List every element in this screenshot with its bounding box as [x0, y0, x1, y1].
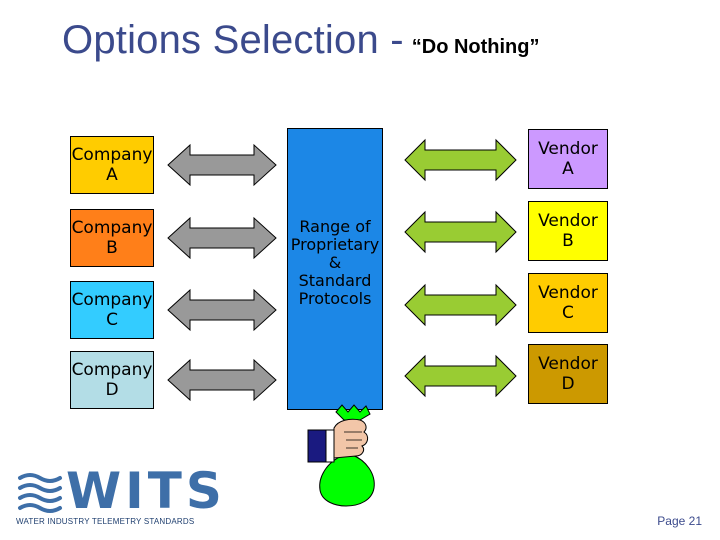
title-main: Options Selection -: [62, 18, 404, 62]
vendor-a-box: Vendor A: [528, 129, 608, 189]
page-number: Page 21: [657, 514, 702, 528]
arrow-company-c: [167, 289, 277, 331]
protocols-label: Range of Proprietary & Standard Protocol…: [290, 217, 380, 308]
hand-holding-money-bag-icon: [307, 404, 375, 507]
arrow-company-d: [167, 359, 277, 401]
wits-logo-text: WITS: [66, 462, 226, 520]
arrow-company-a: [167, 144, 277, 186]
arrow-company-b: [167, 217, 277, 259]
page-title: Options Selection - “Do Nothing”: [62, 18, 540, 63]
arrow-vendor-b: [404, 211, 517, 253]
company-a-box: Company A: [70, 136, 154, 194]
arrow-vendor-a: [404, 139, 517, 181]
vendor-b-box: Vendor B: [528, 201, 608, 261]
arrow-vendor-c: [404, 284, 517, 326]
company-d-box: Company D: [70, 351, 154, 409]
vendor-d-box: Vendor D: [528, 344, 608, 404]
title-sub: “Do Nothing”: [411, 36, 540, 58]
wits-wave-logo-icon: [18, 473, 62, 513]
protocols-column: [287, 128, 383, 410]
company-b-box: Company B: [70, 209, 154, 267]
arrow-vendor-d: [404, 355, 517, 397]
wits-logo-subtitle: WATER INDUSTRY TELEMETRY STANDARDS: [16, 517, 195, 526]
company-c-box: Company C: [70, 281, 154, 339]
vendor-c-box: Vendor C: [528, 273, 608, 333]
